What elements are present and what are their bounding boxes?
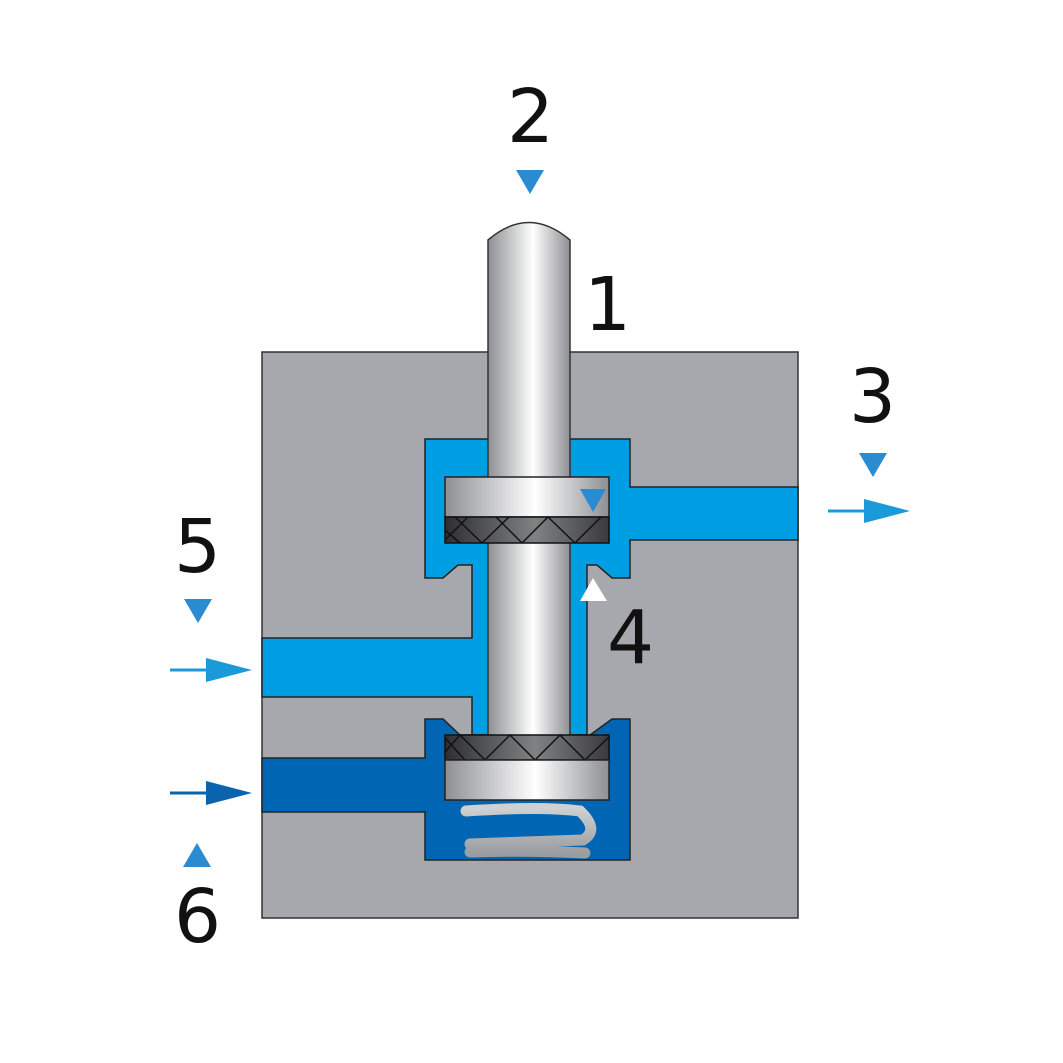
- arrow-right-icon: [170, 658, 252, 682]
- triangle-down-icon: [516, 170, 544, 194]
- label-6: 6: [174, 874, 221, 960]
- label-3: 3: [849, 354, 896, 440]
- triangle-up-icon: [580, 578, 607, 601]
- arrow-right-icon: [170, 781, 252, 805]
- label-2: 2: [507, 74, 554, 160]
- triangle-up-icon: [183, 843, 211, 867]
- label-1: 1: [584, 262, 631, 348]
- triangle-down-icon: [184, 599, 212, 623]
- upper-seal: [444, 516, 610, 544]
- label-4: 4: [607, 595, 654, 681]
- triangle-down-icon: [580, 489, 606, 512]
- label-5: 5: [174, 504, 221, 590]
- upper-disc: [444, 476, 610, 518]
- arrow-right-icon: [828, 499, 910, 523]
- triangle-down-icon: [859, 453, 887, 477]
- spring: [460, 803, 597, 859]
- lower-seal: [444, 733, 610, 762]
- lower-disc: [444, 759, 610, 801]
